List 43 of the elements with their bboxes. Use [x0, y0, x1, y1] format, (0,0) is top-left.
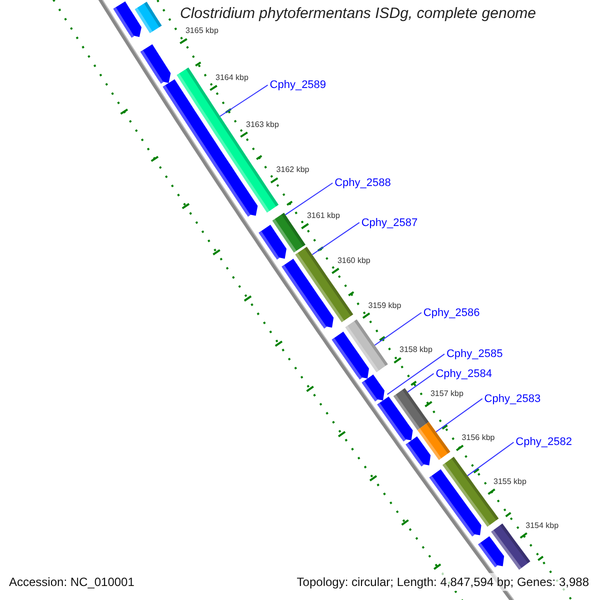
- scale-label: 3162 kbp: [276, 165, 310, 176]
- scale-label: 3156 kbp: [462, 432, 495, 443]
- gene-feature: [282, 258, 334, 329]
- gene-feature: [362, 374, 384, 402]
- leader-line: [220, 84, 268, 117]
- scale-label: 3154 kbp: [526, 520, 559, 530]
- gene-feature: [377, 396, 413, 442]
- gene-label: Cphy_2588: [334, 176, 391, 190]
- leader-line: [386, 354, 445, 395]
- leader-line: [407, 373, 434, 393]
- gene-bar: [272, 212, 306, 252]
- gene-label: Cphy_2584: [436, 366, 492, 381]
- leader-line: [435, 398, 483, 432]
- leader-line: [284, 182, 334, 216]
- gene-feature: [258, 224, 286, 260]
- scale-label: 3157 kbp: [430, 389, 464, 400]
- gene-bar: [417, 422, 450, 460]
- gene-bar: [295, 246, 354, 322]
- gene-bar: [134, 2, 162, 34]
- gene-feature: [140, 44, 171, 84]
- gene-label: Cphy_2587: [361, 216, 418, 230]
- gene-feature: [406, 436, 431, 466]
- gene-feature: [113, 1, 142, 38]
- leader-line: [374, 312, 422, 346]
- scale-label: 3164 kbp: [216, 72, 248, 83]
- gene-label: Cphy_2585: [446, 347, 503, 362]
- gene-label: Cphy_2583: [484, 392, 541, 406]
- scale-label: 3159 kbp: [368, 300, 402, 311]
- gene-label: Cphy_2586: [423, 306, 480, 320]
- scale-label: 3158 kbp: [400, 345, 432, 356]
- gene-feature: [429, 469, 482, 536]
- scale-label: 3163 kbp: [246, 120, 279, 130]
- scale-label: 3161 kbp: [306, 211, 340, 222]
- scale-label: 3155 kbp: [494, 476, 526, 487]
- gene-bar: [345, 319, 388, 372]
- gene-label: Cphy_2589: [270, 78, 326, 92]
- gene-label: Cphy_2582: [516, 435, 572, 450]
- scale-label: 3160 kbp: [337, 256, 370, 266]
- gene-bar: [393, 388, 429, 430]
- leader-line: [312, 222, 360, 256]
- gene-feature: [332, 332, 369, 380]
- scale-label: 3165 kbp: [185, 26, 218, 36]
- leader-line: [467, 442, 514, 476]
